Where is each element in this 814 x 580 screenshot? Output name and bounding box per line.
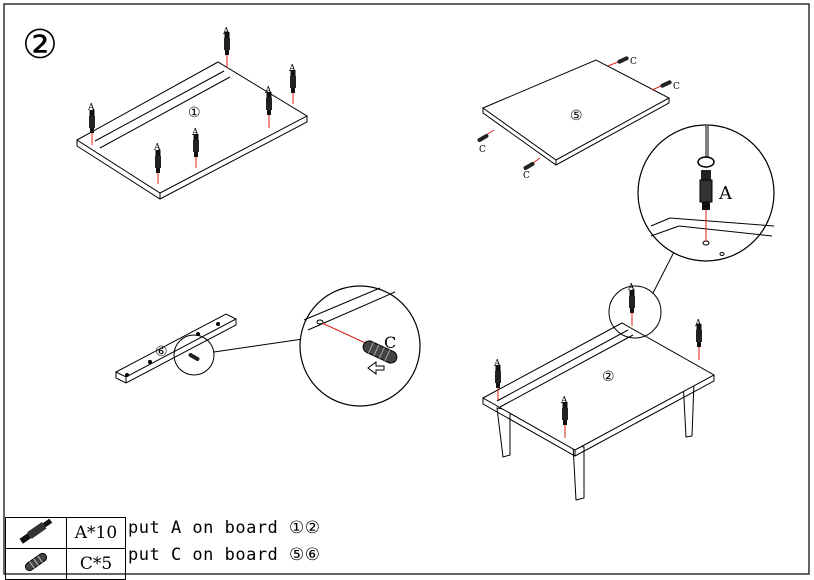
table-detail-ring xyxy=(608,285,662,339)
screw-letter: A xyxy=(560,396,568,406)
detail-circle-a: A xyxy=(637,124,775,262)
dowel-letter: C xyxy=(479,145,486,155)
board-2-label: ② xyxy=(602,369,615,385)
arrow-icon xyxy=(367,361,385,375)
screw-letter: A xyxy=(264,86,272,96)
parts-table: A*10 C*5 xyxy=(5,517,126,580)
board-6-label: ⑥ xyxy=(155,344,168,360)
screw-letter: A xyxy=(627,283,635,293)
board-5-label: ⑤ xyxy=(570,108,583,124)
screw-letter: A xyxy=(694,319,702,329)
instruction-a: put A on board ①② xyxy=(128,518,321,538)
screw-letter: A xyxy=(191,128,199,138)
dowel-letter: C xyxy=(523,171,530,181)
board-1-label: ① xyxy=(188,105,201,121)
parts-qty-a: A*10 xyxy=(66,517,126,549)
screw-letter: A xyxy=(288,64,296,74)
board-6-drawing xyxy=(114,313,238,384)
screw-letter: A xyxy=(222,27,230,37)
detail-circle-c: C xyxy=(299,285,421,407)
screws-board-1: A A A A A A xyxy=(87,27,296,184)
screws-board-2: A A A A xyxy=(493,283,702,438)
parts-row-c: C*5 xyxy=(5,548,126,580)
board-6-detail-ring xyxy=(173,334,215,376)
dowels-board-5: C C C C xyxy=(476,55,680,181)
board-1-drawing xyxy=(76,61,309,200)
detail-letter-c: C xyxy=(384,333,396,352)
dowel-letter: C xyxy=(673,82,680,92)
parts-qty-c: C*5 xyxy=(66,548,126,580)
screw-letter: A xyxy=(493,359,501,369)
page-border xyxy=(3,3,810,575)
table-drawing xyxy=(481,322,716,501)
dowel-letter: C xyxy=(630,57,637,67)
parts-row-a: A*10 xyxy=(5,517,126,549)
dowel-pin-icon xyxy=(5,548,67,580)
step-number: ② xyxy=(22,22,58,68)
screw-letter: A xyxy=(87,103,95,113)
board-5-drawing xyxy=(481,59,671,166)
screw-letter: A xyxy=(153,143,161,153)
instruction-c: put C on board ⑤⑥ xyxy=(128,545,321,565)
detail-letter-a: A xyxy=(718,183,733,204)
screw-bolt-icon xyxy=(5,517,67,549)
